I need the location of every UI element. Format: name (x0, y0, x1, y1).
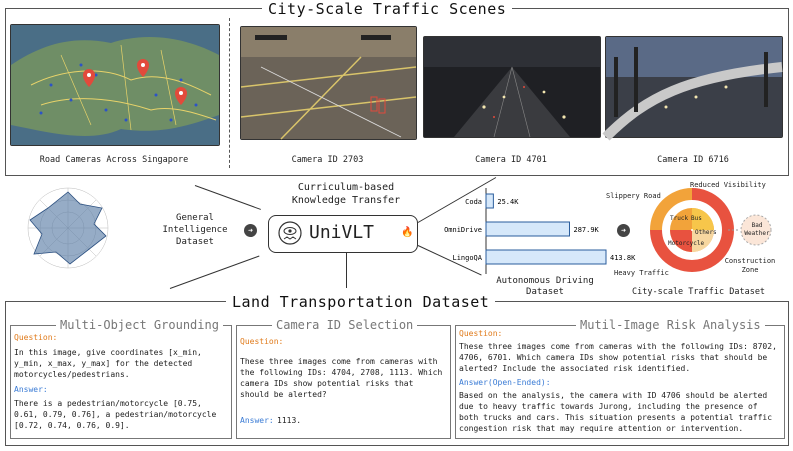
arrow-right-icon: ➜ (244, 224, 257, 237)
bar-lingoqa (485, 249, 607, 265)
scenes-title: City-Scale Traffic Scenes (262, 0, 513, 18)
panel-grounding-title: Multi-Object Grounding (56, 318, 223, 332)
a-label-2: Answer: (240, 416, 274, 425)
panel-grounding (10, 325, 232, 439)
model-box: UniVLT 🔥 (268, 215, 418, 253)
scene-caption-6716: Camera ID 6716 (657, 155, 729, 165)
camera-6716-image (602, 36, 783, 141)
answer-3: Based on the analysis, the camera with I… (459, 391, 773, 433)
camera-4701-image (423, 36, 601, 138)
bar-coda (485, 193, 494, 209)
land-title: Land Transportation Dataset (226, 293, 496, 311)
a-label-3: Answer(Open-Ended): (459, 378, 551, 387)
answer-2: 1113. (277, 416, 302, 425)
donut-inner-others: Others (695, 229, 717, 236)
donut-label-construction: Construction Zone (724, 257, 776, 274)
bar-label-lingoqa: LingoQA (452, 254, 482, 262)
q-label-1: Question: (14, 333, 58, 342)
city-dataset-label: City-scale Traffic Dataset (632, 287, 766, 297)
singapore-map-image (10, 24, 220, 146)
q-label-3: Question: (459, 329, 503, 338)
scene-caption-map: Road Cameras Across Singapore (39, 155, 189, 165)
connector-line-bottom-left (169, 255, 260, 289)
scenes-divider (229, 18, 230, 168)
ad-dataset-label: Autonomous Driving Dataset (496, 276, 594, 297)
bar-label-coda: Coda (465, 198, 482, 206)
donut-inner-motorcycle: Motorcycle (668, 240, 705, 247)
a-label-1: Answer: (14, 385, 48, 394)
brain-eye-icon (277, 220, 303, 246)
answer-1: There is a pedestrian/motorcycle [0.75, … (14, 399, 217, 430)
bar-label-omnidrive: OmniDrive (444, 226, 482, 234)
curriculum-label: Curriculum-based Knowledge Transfer (291, 182, 401, 206)
panel-risk-analysis-title: Mutil-Image Risk Analysis (576, 318, 765, 332)
camera-2703-image (240, 26, 417, 140)
q-label-2: Question: (240, 337, 284, 346)
question-2: These three images come from cameras wit… (240, 357, 443, 399)
donut-inner-truck: Truck (670, 215, 689, 222)
donut-label-heavy: Heavy Traffic (614, 269, 669, 277)
bar-value-coda: 25.4K (497, 198, 519, 206)
question-1: In this image, give coordinates [x_min, … (14, 348, 202, 379)
panel-risk-analysis (455, 325, 785, 439)
general-dataset-label: General Intelligence Dataset (162, 213, 228, 247)
donut-label-visibility: Reduced Visibility (690, 181, 766, 189)
arrow-right-icon-2: ➜ (617, 224, 630, 237)
scene-caption-4701: Camera ID 4701 (475, 155, 547, 165)
model-name: UniVLT (309, 222, 375, 243)
scene-caption-2703: Camera ID 2703 (291, 155, 364, 165)
connector-line-down (346, 250, 347, 288)
question-3: These three images come from cameras wit… (459, 342, 777, 373)
donut-inner-bus: Bus (691, 215, 702, 222)
city-donut-chart (640, 182, 788, 282)
donut-label-weather: Bad Weather (744, 222, 770, 237)
panel-camera-selection-title: Camera ID Selection (272, 318, 418, 332)
panel-camera-selection (236, 325, 451, 439)
bar-value-omnidrive: 287.9K (573, 226, 599, 234)
connector-line-top-left (194, 185, 261, 210)
bar-value-lingoqa: 413.8K (610, 254, 636, 262)
flame-icon: 🔥 (401, 227, 414, 238)
bar-omnidrive (485, 221, 570, 237)
donut-label-slippery: Slippery Road (606, 192, 661, 200)
ad-bar-chart: Coda 25.4K OmniDrive 287.9K LingoQA 413.8K (428, 186, 636, 276)
radar-chart (8, 178, 128, 278)
